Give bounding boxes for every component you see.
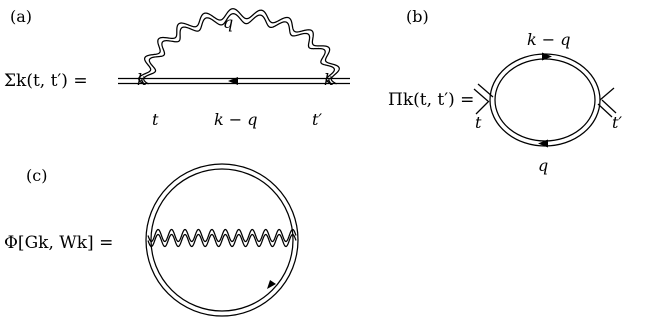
external-leg-left	[473, 83, 494, 115]
label-t: t	[152, 110, 159, 129]
luttinger-ward-loop	[145, 163, 299, 317]
boson-propagator-arc-inner	[143, 13, 336, 85]
label-k-right: k	[324, 70, 334, 89]
self-energy-equation-label: Σk(t, t′) =	[4, 71, 88, 91]
boson-propagator-wave	[147, 228, 297, 243]
label-q: q	[223, 13, 233, 32]
boson-propagator-arc	[138, 8, 340, 85]
panel-b-tag: (b)	[406, 7, 429, 26]
external-leg-right	[597, 87, 617, 118]
label-t: t	[475, 113, 482, 132]
label-q: q	[538, 156, 548, 175]
panel-a: (a) Σk(t, t′) = q k k t k − q t′	[4, 7, 350, 129]
label-t-prime: t′	[312, 110, 322, 129]
label-k-left: k	[137, 70, 147, 89]
label-k-minus-q: k − q	[527, 30, 571, 49]
luttinger-ward-equation-label: Φ[Gk, Wk] =	[4, 233, 113, 253]
propagator-arrow	[228, 77, 238, 85]
panel-a-tag: (a)	[10, 7, 32, 26]
loop-arrow	[267, 280, 276, 289]
bubble-arrow-bottom	[538, 139, 548, 148]
label-k-minus-q: k − q	[214, 110, 258, 129]
boson-propagator-wave-inner	[147, 233, 297, 248]
polarization-equation-label: Πk(t, t′) =	[388, 90, 474, 110]
bubble-arrow-top	[542, 52, 552, 61]
label-t-prime: t′	[612, 113, 622, 132]
self-energy-propagator-line	[118, 77, 350, 85]
panel-c: (c) Φ[Gk, Wk] =	[4, 163, 299, 317]
panel-c-tag: (c)	[26, 166, 47, 185]
panel-b: (b) Πk(t, t′) = k − q q t t′	[388, 7, 622, 175]
polarization-bubble	[489, 53, 601, 147]
